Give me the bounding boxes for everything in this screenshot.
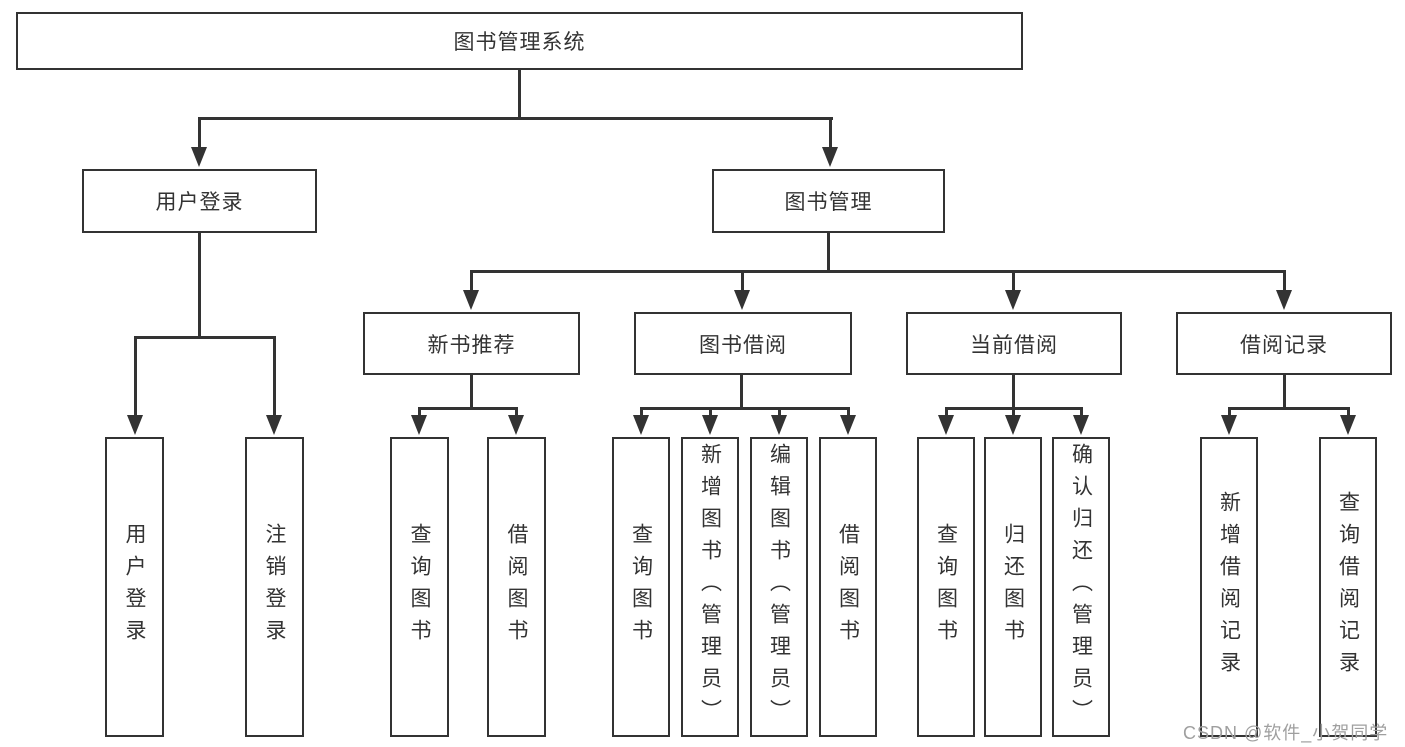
leaf-label: 新增借阅记录 bbox=[1217, 491, 1241, 683]
arrow-down-icon bbox=[1005, 290, 1021, 310]
connector-leaf-drop bbox=[640, 407, 643, 419]
leaf-label: 借阅图书 bbox=[505, 523, 528, 651]
connector-current-borrow-stem bbox=[1012, 374, 1015, 410]
connector-user-branch-stem bbox=[198, 233, 201, 339]
arrow-down-icon bbox=[1340, 415, 1356, 435]
leaf-query-books-current: 查询图书 bbox=[917, 437, 975, 737]
connector-level3-drop bbox=[1012, 270, 1015, 292]
arrow-down-icon bbox=[1276, 290, 1292, 310]
connector-leaf-drop bbox=[273, 336, 276, 417]
node-label: 借阅记录 bbox=[1240, 333, 1328, 357]
connector-level3-drop bbox=[1283, 270, 1286, 292]
arrow-down-icon bbox=[734, 290, 750, 310]
node-label: 用户登录 bbox=[155, 191, 244, 214]
arrow-down-icon bbox=[191, 147, 207, 167]
connector-borrow-records-stem bbox=[1283, 374, 1286, 410]
leaf-add-book-admin: 新增图书（管理员） bbox=[681, 437, 739, 737]
connector-leaf-drop bbox=[778, 407, 781, 419]
leaf-edit-book-admin: 编辑图书（管理员） bbox=[750, 437, 808, 737]
node-label: 图书借阅 bbox=[699, 333, 787, 357]
connector-root-stem bbox=[518, 70, 521, 120]
leaf-add-borrow-record: 新增借阅记录 bbox=[1200, 437, 1258, 737]
connector-leaf-drop bbox=[1228, 407, 1231, 419]
connector-book-mgmt-drop bbox=[829, 117, 832, 150]
connector-leaf-drop bbox=[134, 336, 137, 417]
node-new-book-recommend: 新书推荐 bbox=[363, 312, 580, 375]
node-label: 图书管理系统 bbox=[453, 31, 586, 54]
connector-level1-rail bbox=[198, 117, 833, 120]
node-borrowing-records: 借阅记录 bbox=[1176, 312, 1392, 375]
node-current-borrowing: 当前借阅 bbox=[906, 312, 1122, 375]
leaf-label: 查询借阅记录 bbox=[1336, 491, 1360, 683]
leaf-user-login: 用户登录 bbox=[105, 437, 164, 737]
arrow-down-icon bbox=[702, 415, 718, 435]
arrow-down-icon bbox=[508, 415, 524, 435]
leaf-label: 编辑图书（管理员） bbox=[767, 443, 791, 731]
connector-level3-drop bbox=[470, 270, 473, 292]
leaf-logout: 注销登录 bbox=[245, 437, 304, 737]
arrow-down-icon bbox=[411, 415, 427, 435]
leaf-label: 用户登录 bbox=[123, 523, 146, 651]
arrow-down-icon bbox=[1073, 415, 1089, 435]
connector-user-branch-rail bbox=[134, 336, 276, 339]
connector-leaf-drop bbox=[847, 407, 850, 419]
leaf-label: 新增图书（管理员） bbox=[698, 443, 722, 731]
csdn-watermark: CSDN @软件_小贺同学 bbox=[1183, 723, 1389, 743]
arrow-down-icon bbox=[463, 290, 479, 310]
leaf-label: 注销登录 bbox=[263, 523, 286, 651]
arrow-down-icon bbox=[633, 415, 649, 435]
connector-book-borrow-stem bbox=[740, 374, 743, 410]
node-user-login: 用户登录 bbox=[82, 169, 317, 233]
node-label: 当前借阅 bbox=[970, 333, 1058, 357]
connector-level3-drop bbox=[741, 270, 744, 292]
node-root-library-system: 图书管理系统 bbox=[16, 12, 1023, 70]
node-book-management: 图书管理 bbox=[712, 169, 945, 233]
leaf-label: 确认归还（管理员） bbox=[1069, 443, 1093, 731]
arrow-down-icon bbox=[938, 415, 954, 435]
connector-new-book-rail bbox=[418, 407, 518, 410]
leaf-borrow-books-recommend: 借阅图书 bbox=[487, 437, 546, 737]
leaf-query-books-recommend: 查询图书 bbox=[390, 437, 449, 737]
connector-leaf-drop bbox=[515, 407, 518, 419]
leaf-label: 查询图书 bbox=[934, 523, 958, 651]
arrow-down-icon bbox=[771, 415, 787, 435]
connector-leaf-drop bbox=[709, 407, 712, 419]
connector-leaf-drop bbox=[1012, 407, 1015, 419]
arrow-down-icon bbox=[127, 415, 143, 435]
connector-leaf-drop bbox=[1347, 407, 1350, 419]
connector-book-mgmt-stem bbox=[827, 233, 830, 273]
node-label: 图书管理 bbox=[784, 191, 873, 214]
leaf-query-borrow-record: 查询借阅记录 bbox=[1319, 437, 1377, 737]
arrow-down-icon bbox=[266, 415, 282, 435]
node-book-borrowing: 图书借阅 bbox=[634, 312, 852, 375]
connector-leaf-drop bbox=[418, 407, 421, 419]
leaf-label: 查询图书 bbox=[629, 523, 653, 651]
connector-user-login-drop bbox=[198, 117, 201, 150]
leaf-label: 借阅图书 bbox=[836, 523, 860, 651]
connector-book-borrow-rail bbox=[640, 407, 849, 410]
arrow-down-icon bbox=[840, 415, 856, 435]
node-label: 新书推荐 bbox=[427, 333, 516, 357]
connector-level3-rail bbox=[470, 270, 1286, 273]
arrow-down-icon bbox=[1221, 415, 1237, 435]
connector-borrow-records-rail bbox=[1228, 407, 1349, 410]
connector-leaf-drop bbox=[1080, 407, 1083, 419]
leaf-label: 归还图书 bbox=[1001, 523, 1025, 651]
arrow-down-icon bbox=[1005, 415, 1021, 435]
leaf-borrow-books: 借阅图书 bbox=[819, 437, 877, 737]
leaf-query-books-borrow: 查询图书 bbox=[612, 437, 670, 737]
leaf-return-books: 归还图书 bbox=[984, 437, 1042, 737]
connector-leaf-drop bbox=[945, 407, 948, 419]
leaf-label: 查询图书 bbox=[408, 523, 431, 651]
connector-new-book-stem bbox=[470, 374, 473, 410]
arrow-down-icon bbox=[822, 147, 838, 167]
leaf-confirm-return-admin: 确认归还（管理员） bbox=[1052, 437, 1110, 737]
